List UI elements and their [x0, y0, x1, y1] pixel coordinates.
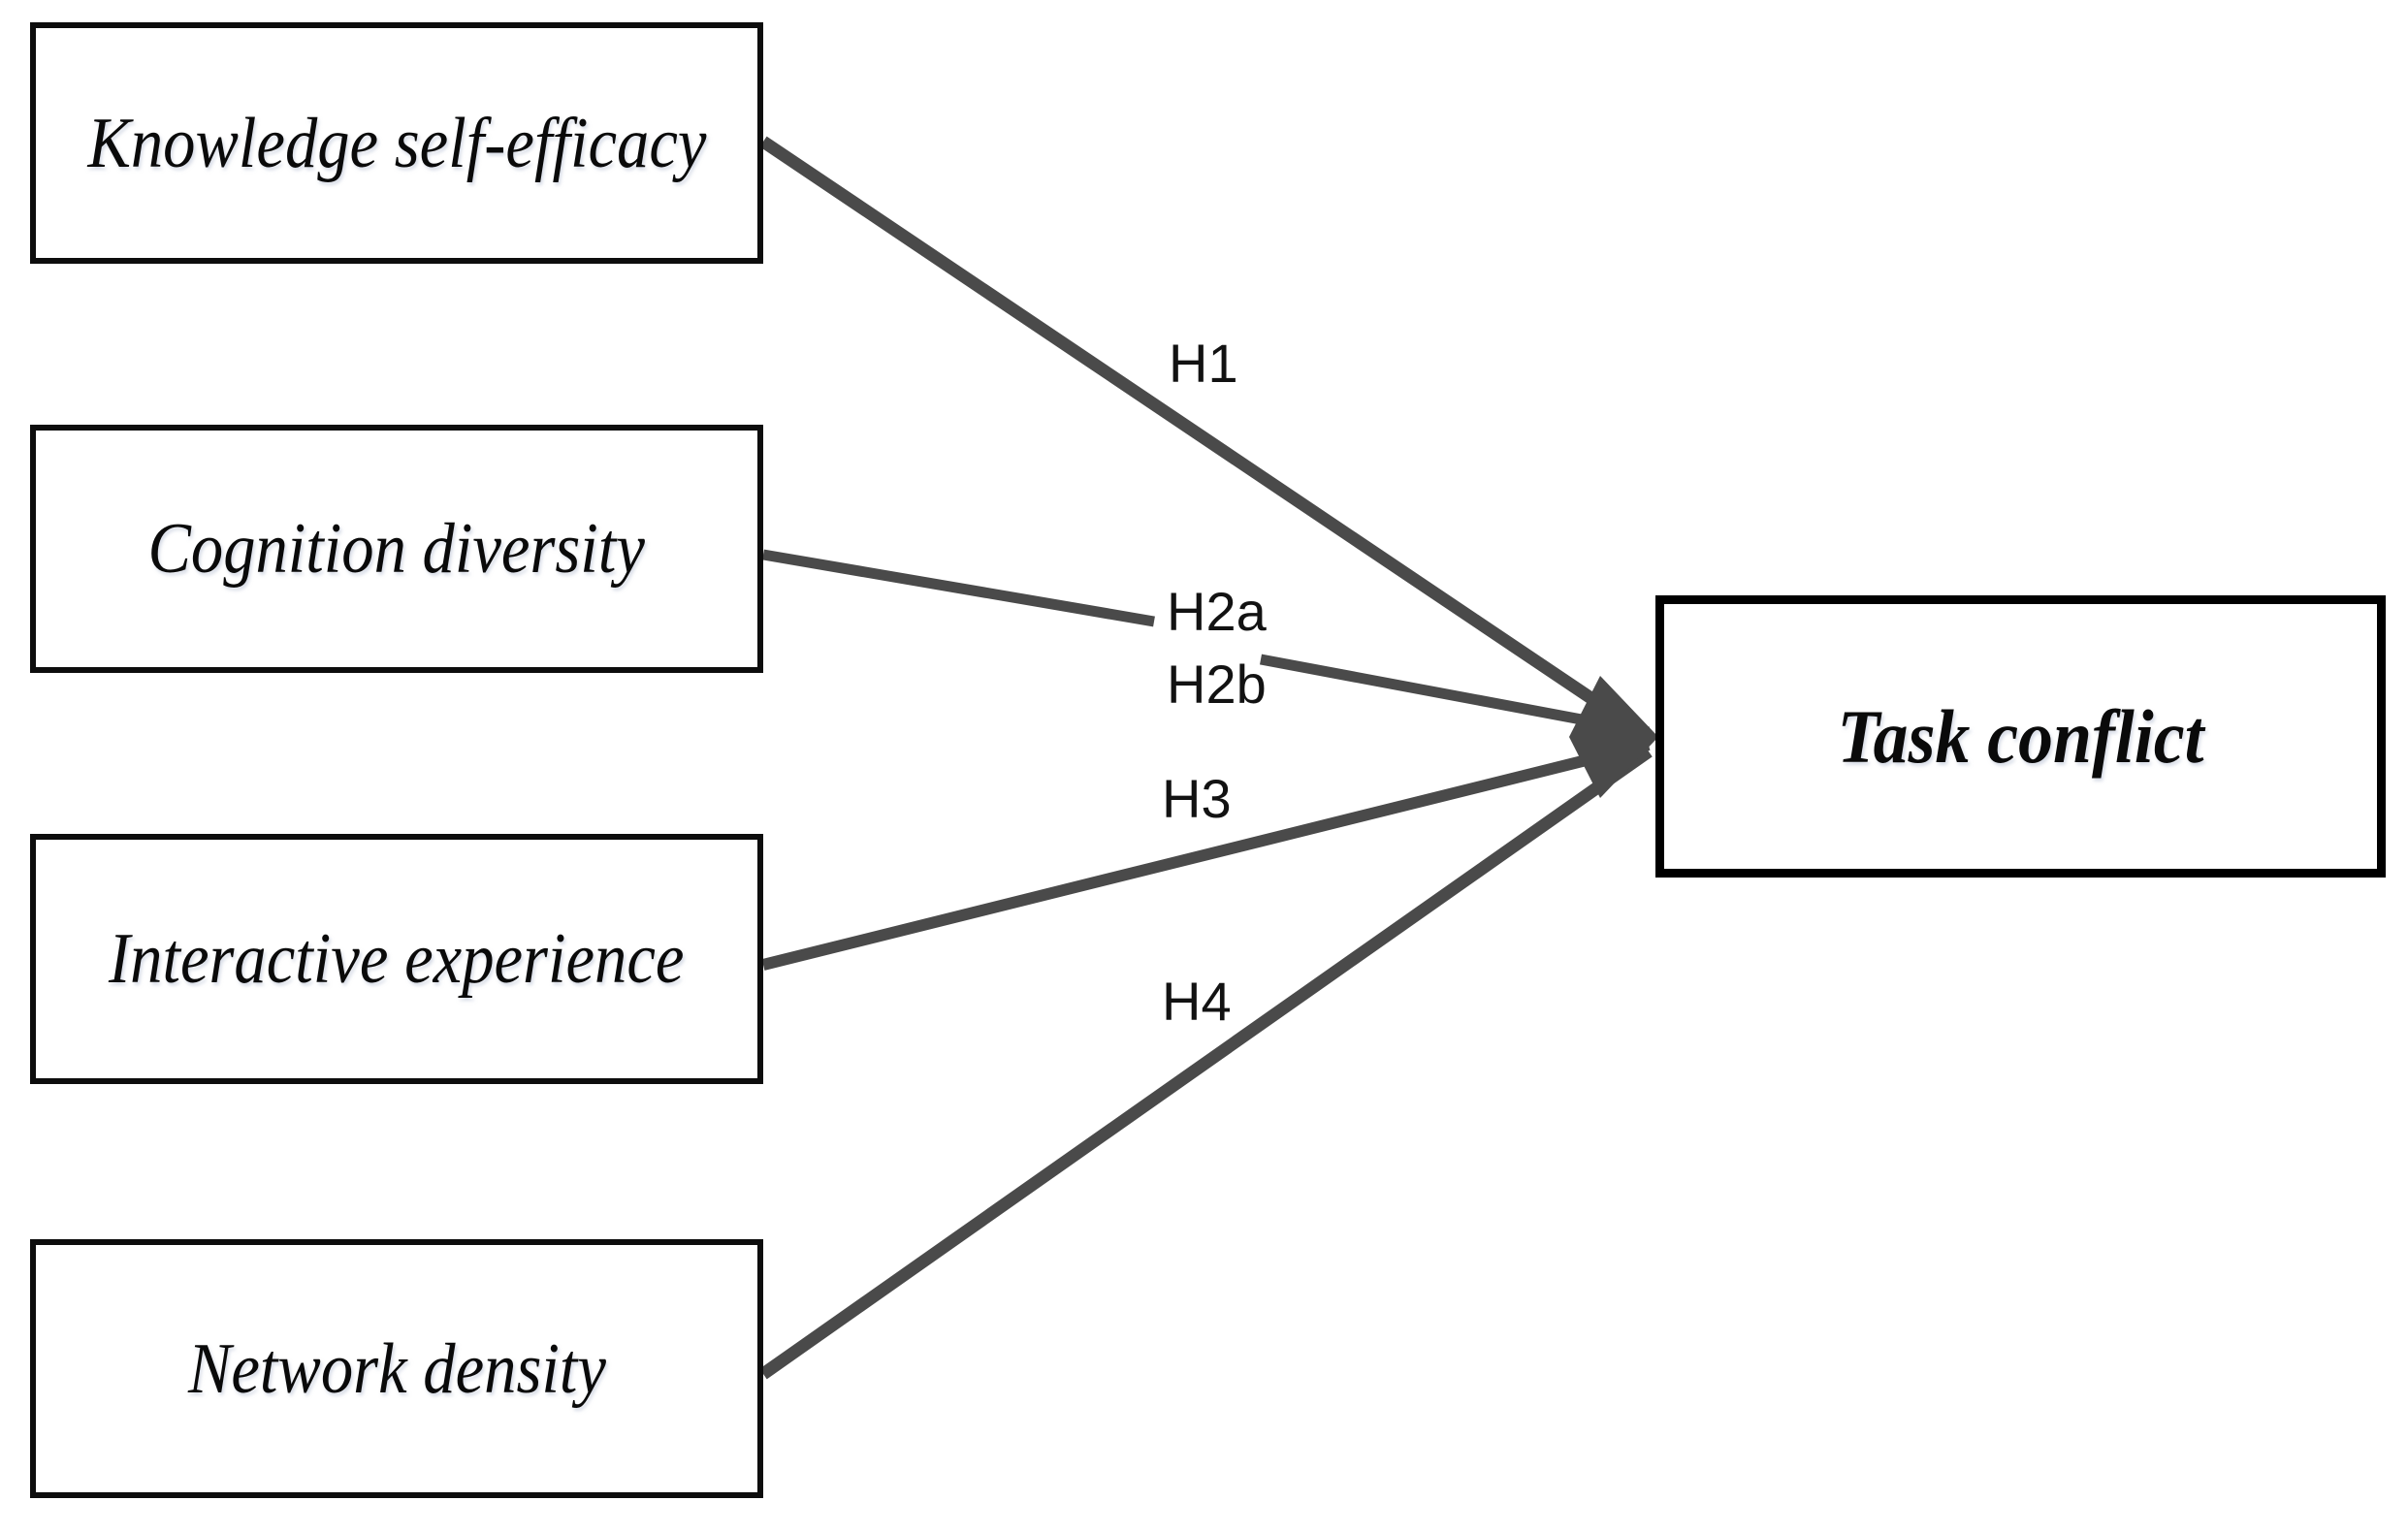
node-label: Cognition diversity: [147, 509, 646, 589]
node-interactive-experience[interactable]: Interactive experience: [30, 834, 763, 1084]
node-label: Network density: [187, 1328, 606, 1409]
arrowhead-icon: [1569, 676, 1658, 798]
edge-h4: [759, 746, 1653, 1380]
edge-label-h4: H4: [1162, 971, 1232, 1032]
node-label: Knowledge self-efficacy: [86, 103, 707, 183]
edge-label-h2a: H2a: [1167, 581, 1267, 642]
node-task-conflict[interactable]: Task conflict: [1655, 595, 2386, 878]
node-cognition-diversity[interactable]: Cognition diversity: [30, 425, 763, 673]
node-knowledge-self-efficacy[interactable]: Knowledge self-efficacy: [30, 22, 763, 264]
edge-h3: [761, 739, 1651, 971]
edge-label-h1: H1: [1169, 333, 1238, 394]
edge-h1: [759, 136, 1653, 743]
node-network-density[interactable]: Network density: [30, 1239, 763, 1498]
edge-label-h3: H3: [1162, 768, 1232, 829]
node-label: Interactive experience: [109, 919, 685, 999]
edge-label-h2b: H2b: [1167, 654, 1267, 715]
node-label: Task conflict: [1837, 693, 2204, 779]
edge-h2a: [762, 549, 1155, 627]
